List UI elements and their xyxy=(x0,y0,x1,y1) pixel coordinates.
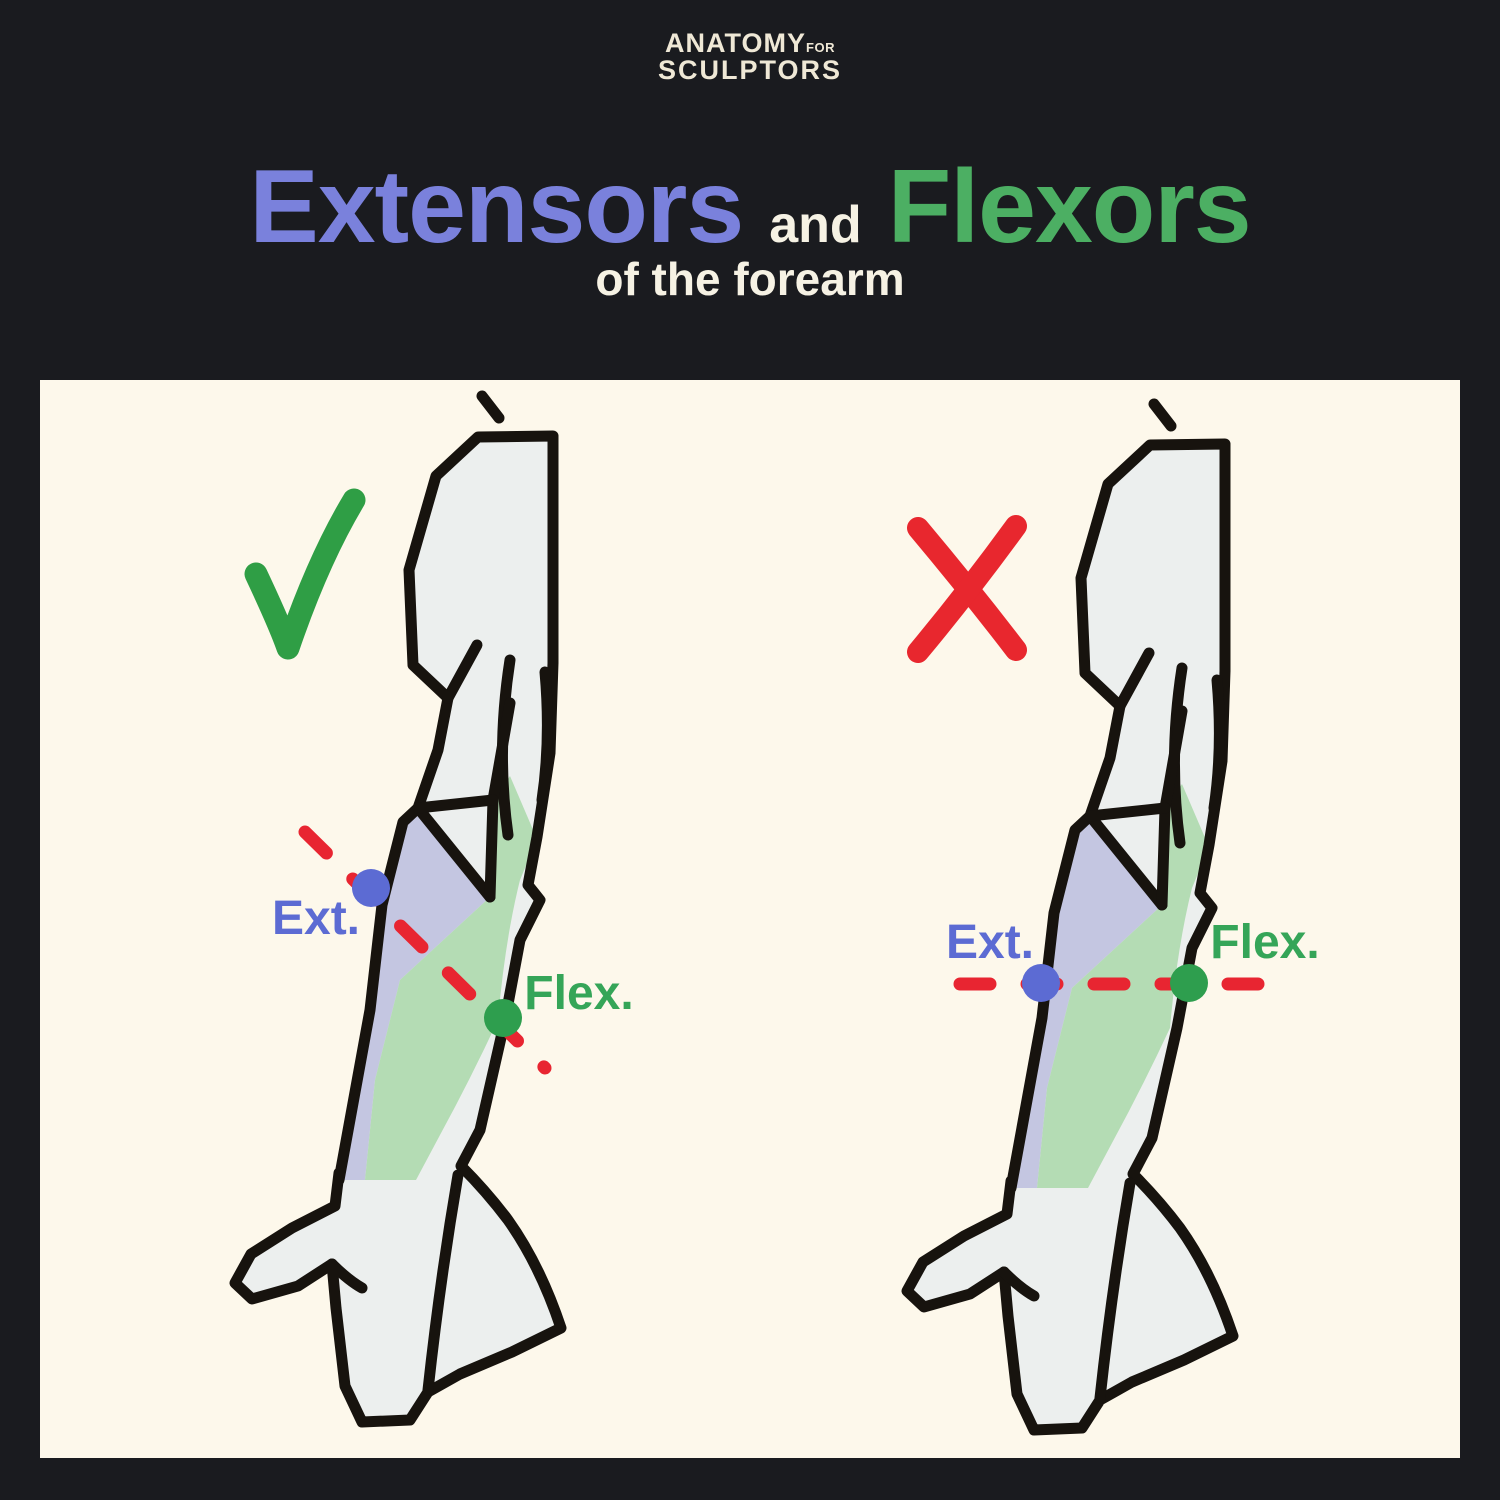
ext-dot-correct xyxy=(352,869,390,907)
flex-dot-correct xyxy=(484,999,522,1037)
cross-icon xyxy=(907,515,1027,663)
title-extensors: Extensors xyxy=(249,149,744,265)
page-subtitle: of the forearm xyxy=(595,253,905,305)
flex-label-incorrect: Flex. xyxy=(1210,916,1319,969)
page-title: Extensors and Flexors xyxy=(0,148,1500,267)
brand-sculptors: SCULPTORS xyxy=(657,55,843,85)
brand-for: FOR xyxy=(806,40,835,55)
ext-label-incorrect: Ext. xyxy=(946,916,1034,969)
ext-dot-incorrect xyxy=(1022,964,1060,1002)
flex-dot-incorrect xyxy=(1170,964,1208,1002)
check-icon xyxy=(244,488,366,660)
title-conjunction: and xyxy=(769,196,862,254)
illustration-panel: Ext. Flex. Ext. Flex. xyxy=(40,380,1460,1458)
anatomy-diagram: Ext. Flex. Ext. Flex. xyxy=(40,380,1320,1458)
brand-logo: ANATOMYFOR SCULPTORS xyxy=(0,30,1500,84)
ext-label-correct: Ext. xyxy=(272,892,360,945)
brand-line-1: ANATOMYFOR xyxy=(0,30,1500,57)
brand-anatomy: ANATOMY xyxy=(665,28,807,58)
title-flexors: Flexors xyxy=(887,149,1252,265)
figure-correct: Ext. Flex. xyxy=(235,396,634,1422)
figure-incorrect: Ext. Flex. xyxy=(907,404,1320,1430)
flex-label-correct: Flex. xyxy=(524,967,633,1020)
